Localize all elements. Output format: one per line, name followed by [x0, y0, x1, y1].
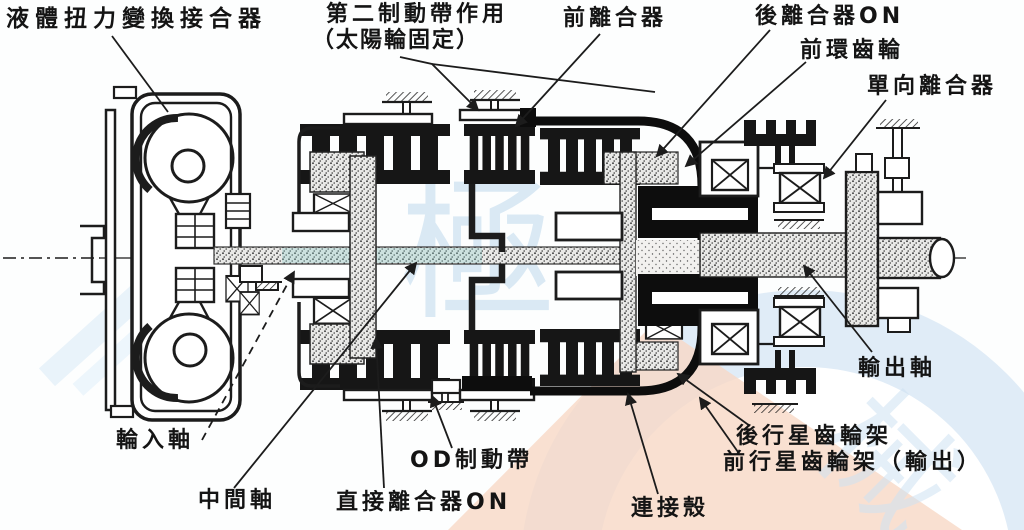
- ring-gear-spline-bottom: [744, 368, 816, 394]
- label-od-brake-band: OD制動帶: [410, 448, 533, 473]
- leader-front-clutch: [514, 33, 601, 128]
- od-unit-drawing: [291, 92, 464, 421]
- label-output-shaft: 輸出軸: [858, 356, 937, 381]
- label-front-clutch: 前離合器: [563, 6, 668, 31]
- converter-torus-top: [131, 112, 252, 250]
- leader-second-band-b: [431, 63, 656, 93]
- label-front-planet-carrier: 前行星齒輪架（輸出）: [723, 450, 984, 475]
- label-rear-planet-carrier: 後行星齒輪架: [736, 424, 893, 449]
- leader-intermediate-shaft: [233, 261, 418, 489]
- leader-input-shaft: [201, 270, 295, 441]
- leader-rear-clutch: [655, 29, 771, 158]
- leader-output-shaft: [802, 264, 873, 353]
- leader-direct-clutch: [370, 336, 385, 489]
- main-shaft: [213, 246, 643, 265]
- rear-planetary-drawing: [698, 120, 825, 413]
- one-way-clutch-top: [773, 163, 825, 229]
- leader-od-band: [429, 394, 453, 449]
- crankshaft-stub: [80, 224, 106, 296]
- leader-front-ring-gear: [684, 61, 807, 168]
- label-fluid-torque-converter: 液體扭力變換接合器: [6, 6, 267, 32]
- sun-gear-column: [349, 155, 377, 359]
- label-front-ring-gear: 前環齒輪: [800, 38, 905, 63]
- clutch-hub-column: [619, 151, 637, 373]
- leader-fluid-converter: [111, 35, 169, 113]
- converter-torus-bottom: [131, 266, 250, 404]
- leader-lines: [111, 29, 887, 495]
- leader-rear-carrier: [676, 372, 751, 427]
- label-second-brake-band-line2: （太陽輪固定）: [312, 27, 481, 53]
- label-one-way-clutch: 單向離合器: [867, 74, 998, 99]
- od-band-anchor: [428, 378, 464, 410]
- flex-plate: [104, 108, 117, 412]
- label-second-brake-band-line1: 第二制動帶作用: [326, 2, 509, 27]
- leader-front-carrier: [698, 396, 739, 453]
- label-intermediate-shaft: 中間軸: [198, 488, 277, 513]
- front-clutch-drawing: [540, 128, 684, 386]
- watermark-peach-triangle: [448, 322, 962, 530]
- pump-support: [239, 265, 282, 316]
- output-assembly-drawing: [699, 153, 956, 333]
- label-rear-clutch-on: 後離合器ON: [755, 4, 905, 29]
- label-input-shaft: 輪入軸: [116, 428, 195, 453]
- shaft-tint: [282, 248, 482, 263]
- ring-gear-spline-top: [744, 120, 816, 146]
- leader-connecting-shell: [625, 392, 659, 495]
- label-second-brake-band: 第二制動帶作用 （太陽輪固定）: [312, 2, 508, 54]
- leader-one-way-clutch: [822, 99, 887, 180]
- label-connecting-shell: 連接殼: [631, 496, 710, 521]
- label-direct-clutch-on: 直接離合器ON: [336, 490, 512, 515]
- one-way-clutch-bottom: [773, 287, 825, 347]
